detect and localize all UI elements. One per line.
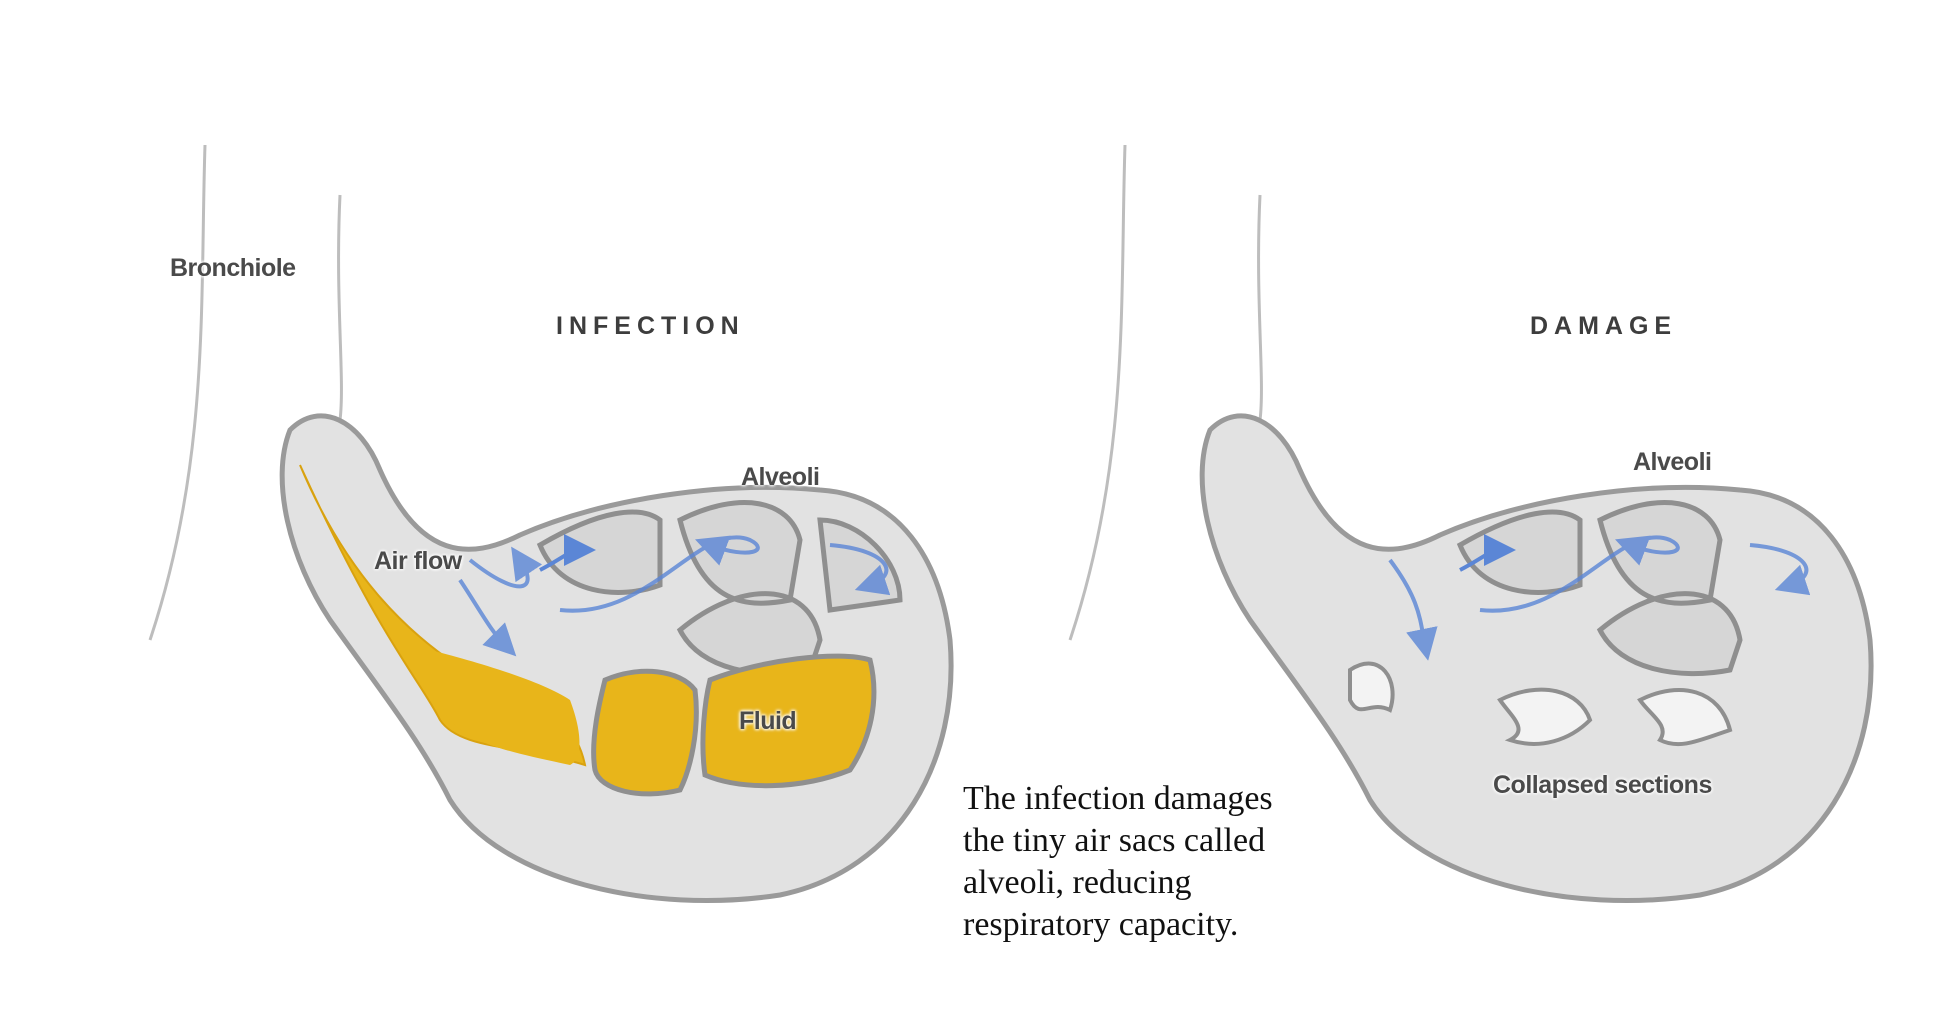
bronchiole-tube xyxy=(148,144,343,641)
alveoli-label: Alveoli xyxy=(1633,448,1712,476)
alveoli-label: Alveoli xyxy=(741,463,820,491)
infection-heading: INFECTION xyxy=(556,312,745,340)
airflow-arrow xyxy=(1459,534,1516,572)
alveolus-wall xyxy=(536,500,903,677)
collapsed-sections-label: Collapsed sections xyxy=(1493,771,1712,799)
collapsed-section xyxy=(1348,661,1733,747)
fluid-label: Fluid xyxy=(739,707,797,735)
fluid-sac-3 xyxy=(700,653,877,789)
airflow-arrow xyxy=(458,578,517,657)
airflow-arrow xyxy=(1749,543,1811,596)
bronchiole-label: Bronchiole xyxy=(170,254,296,282)
airflow-arrow xyxy=(468,546,543,589)
airflow-arrow xyxy=(539,534,596,572)
damage-heading: DAMAGE xyxy=(1530,312,1678,340)
caption-line: The infection damages xyxy=(963,780,1273,817)
air-flow-label: Air flow xyxy=(374,547,462,575)
caption-line: the tiny air sacs called xyxy=(963,822,1266,859)
caption: The infection damages the tiny air sacs … xyxy=(963,778,1343,946)
caption-line: alveoli, reducing xyxy=(963,864,1192,901)
airflow-arrow xyxy=(1479,535,1680,613)
infection-illustration xyxy=(148,144,954,903)
airflow-arrow xyxy=(1388,558,1438,661)
damage-illustration xyxy=(1068,144,1874,903)
alveolus-wall xyxy=(1456,500,1743,677)
airflow-arrow xyxy=(559,535,760,613)
fluid-sac-1b xyxy=(430,650,580,765)
caption-line: respiratory capacity. xyxy=(963,906,1239,943)
fluid-sac-2 xyxy=(591,668,699,797)
bronchiole-tube xyxy=(1068,144,1263,641)
airflow-arrow xyxy=(829,543,891,596)
